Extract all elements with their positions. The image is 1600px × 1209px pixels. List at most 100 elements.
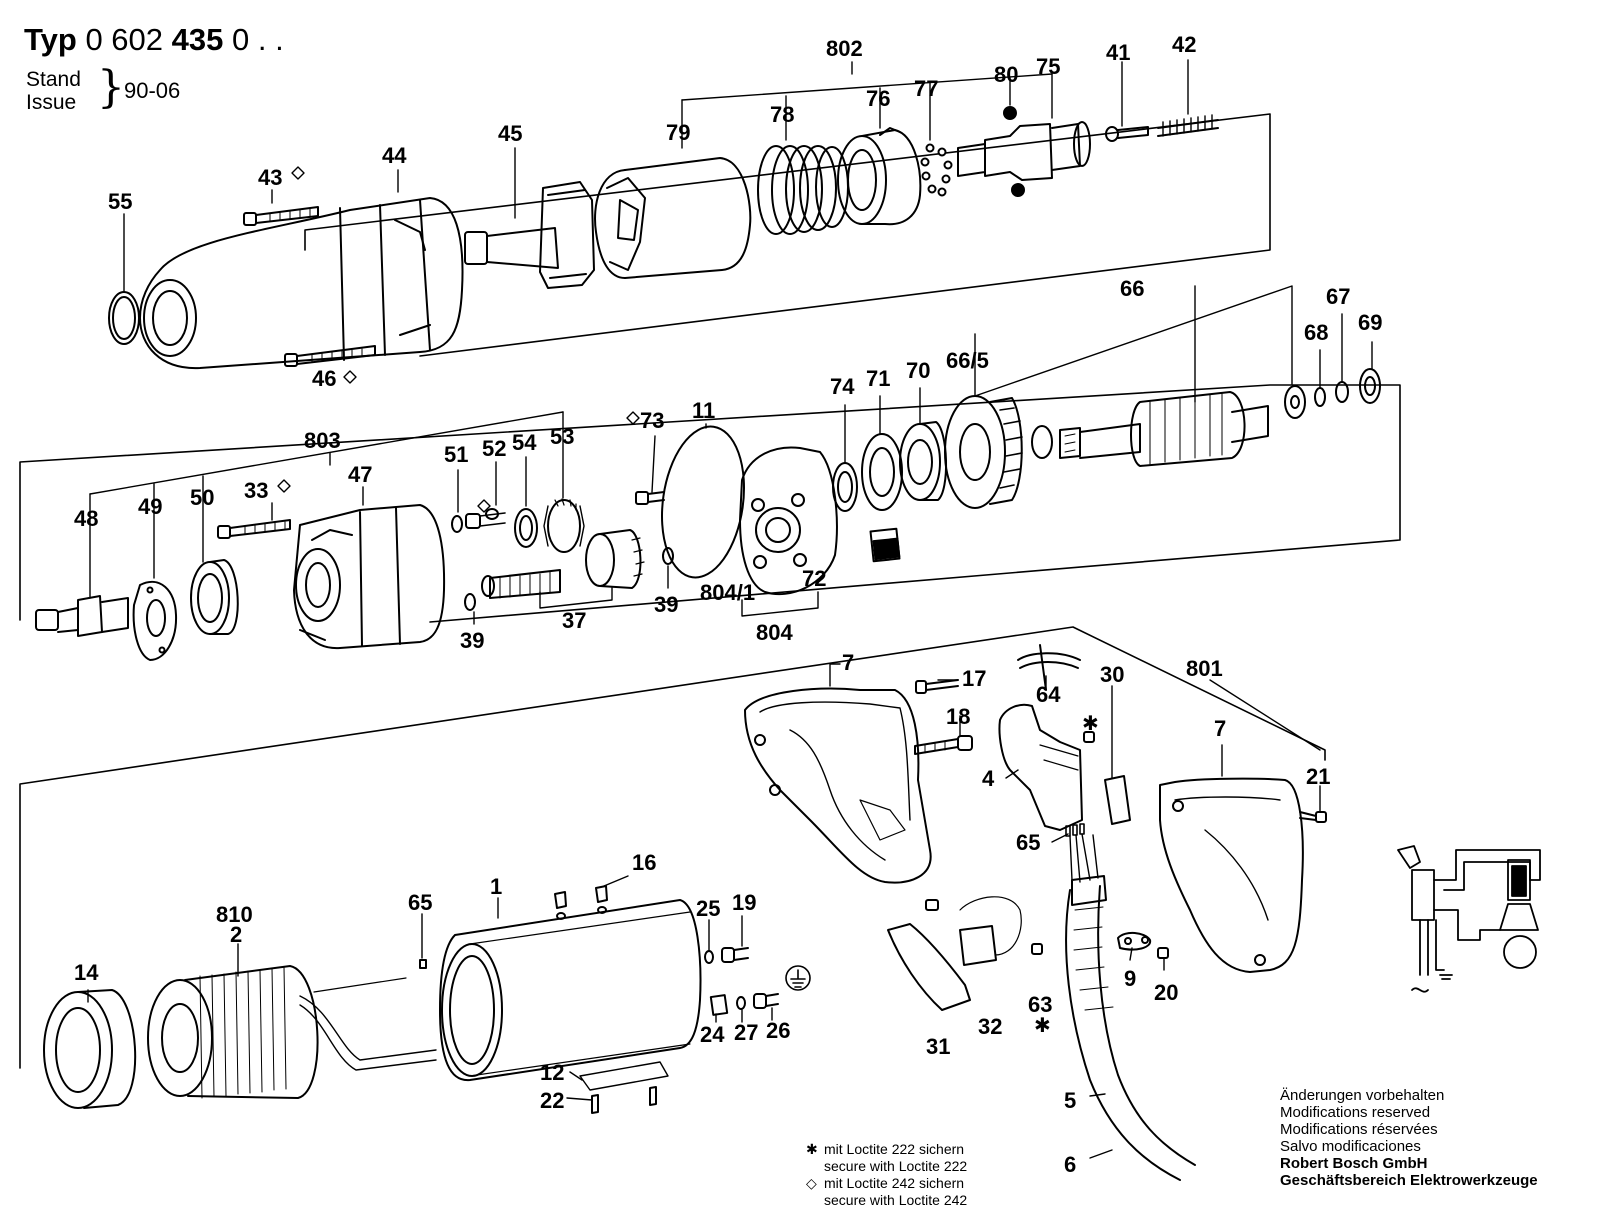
label-14: 14 [74,960,99,985]
label-63: 63 [1028,992,1052,1017]
part-76-cam-ring [837,127,922,226]
label-37: 37 [562,608,586,633]
part-80-ball-bottom [1011,183,1025,197]
part-14-ring [43,989,137,1109]
part-37-pinion [481,529,645,599]
label-25: 25 [696,896,720,921]
label-75: 75 [1036,54,1060,79]
part-31-cover [887,923,971,1011]
part-7-handle-half-left [744,687,932,884]
part-74-ring [832,462,858,512]
label-71: 71 [866,366,890,391]
group2-leaders [89,285,1373,625]
part-51-ring [451,515,463,533]
label-12: 12 [540,1060,564,1085]
label-804: 804 [756,620,793,645]
label-45: 45 [498,121,522,146]
issue-label: Issue [26,91,77,114]
part-54-ring [514,508,538,548]
part-41-pin [1105,126,1149,142]
part-18-screw [914,735,973,755]
stand-issue-labels: Stand Issue [26,68,81,114]
part-75-shaft [957,121,1091,181]
label-7-right: 7 [1214,716,1226,741]
loctite-222-line-en: secure with Loctite 222 [806,1158,967,1175]
part-804-1-bearing-flange [739,446,838,596]
label-49: 49 [138,494,162,519]
label-5: 5 [1064,1088,1076,1113]
label-79: 79 [666,120,690,145]
part-5-cable [1065,875,1196,1181]
loctite-242-diamond-icon [626,411,640,425]
loctite-222-star-icon: ✱ [1082,711,1099,735]
part-33-screw [217,519,291,539]
part-39-washer-right [662,547,674,565]
loctite-legend: ✱mit Loctite 222 sichern secure with Loc… [806,1141,967,1209]
part-55-ring [108,291,140,345]
label-26: 26 [766,1018,790,1043]
part-24-terminal [709,994,729,1016]
loctite-242-diamond-icon [291,166,305,180]
label-22: 22 [540,1088,564,1113]
brace-glyph: } [97,62,125,113]
label-31: 31 [926,1034,950,1059]
label-55: 55 [108,189,132,214]
part-80-ball-top [1003,106,1017,120]
part-30-insulator [1104,775,1131,825]
label-2: 2 [230,922,242,947]
label-27: 27 [734,1020,758,1045]
part-39-washer-left [464,593,476,611]
label-17: 17 [962,666,986,691]
label-53: 53 [550,424,574,449]
label-48: 48 [74,506,98,531]
part-22-screws [591,1086,657,1114]
issue-date: 90-06 [124,78,181,103]
group3-frame [19,626,1326,1069]
typ-prefix: 0 602 [85,22,164,57]
part-12-plate [579,1061,669,1091]
part-20-screws [1157,947,1169,959]
label-76: 76 [866,86,890,111]
part-1-motor-housing [439,899,702,1082]
label-1: 1 [490,874,502,899]
loctite-242-en: secure with Loctite 242 [824,1192,968,1208]
label-801: 801 [1186,656,1223,681]
label-16: 16 [632,850,656,875]
loctite-222-star-icon: ✱ [1034,1013,1051,1037]
label-9: 9 [1124,966,1136,991]
label-73: 73 [640,408,664,433]
label-65-right: 65 [1016,830,1040,855]
label-70: 70 [906,358,930,383]
label-43: 43 [258,165,282,190]
part-19-screw [721,947,749,963]
label-64: 64 [1036,682,1061,707]
loctite-242-diamond-icon: ◇ [806,1175,817,1191]
note-de: Änderungen vorbehalten [1280,1087,1445,1104]
loctite-242-de: mit Loctite 242 sichern [824,1175,965,1191]
group1-frame [304,113,1271,357]
loctite-222-en: secure with Loctite 222 [824,1158,968,1174]
part-73-screw [635,491,665,505]
typ-suffix: 0 . . [232,22,284,57]
label-54: 54 [512,430,537,455]
label-7-left: 7 [842,650,854,675]
note-en: Modifications reserved [1280,1104,1431,1121]
loctite-stars: ✱ ✱ [1034,711,1099,1037]
part-68-washer [1284,385,1306,419]
part-star-screw [1083,731,1095,743]
part-52-screw [465,508,506,529]
part-63-screw [1031,943,1043,955]
part-66-armature [1031,391,1269,467]
part-26-screw [753,993,779,1009]
label-47: 47 [348,462,372,487]
typ-bold: 435 [171,22,224,57]
part-16-screws [554,885,608,920]
label-39-right: 39 [654,592,678,617]
part-21-screw [1299,811,1327,823]
typ-label: Typ [24,22,77,57]
label-4: 4 [982,766,995,791]
label-19: 19 [732,890,756,915]
part-64-cable-clamp [1017,644,1081,691]
part-69-bearing [1359,368,1381,404]
